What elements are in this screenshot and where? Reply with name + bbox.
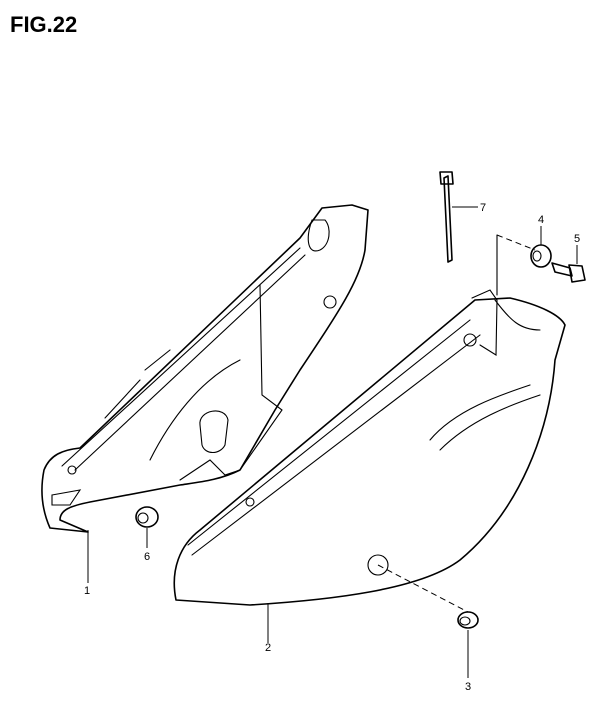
callout-4: 4 — [538, 214, 544, 226]
callout-5: 5 — [574, 233, 580, 245]
part-2-side-cover — [173, 289, 566, 606]
callout-6: 6 — [144, 551, 150, 563]
callout-3: 3 — [465, 681, 471, 693]
part-6-grommet — [135, 506, 159, 528]
callout-1: 1 — [84, 585, 90, 597]
part-1-left-frame-cover — [41, 204, 369, 533]
part-5-bolt — [551, 262, 586, 283]
callout-2: 2 — [265, 642, 271, 654]
assembly-line-grommet-3 — [377, 564, 469, 613]
part-4-nut — [530, 244, 552, 268]
callout-7: 7 — [480, 202, 486, 214]
figure-title: FIG.22 — [10, 12, 78, 37]
part-3-grommet — [457, 611, 479, 629]
part-7-cable-tie — [439, 171, 454, 263]
assembly-line-nut-4 — [496, 234, 536, 251]
